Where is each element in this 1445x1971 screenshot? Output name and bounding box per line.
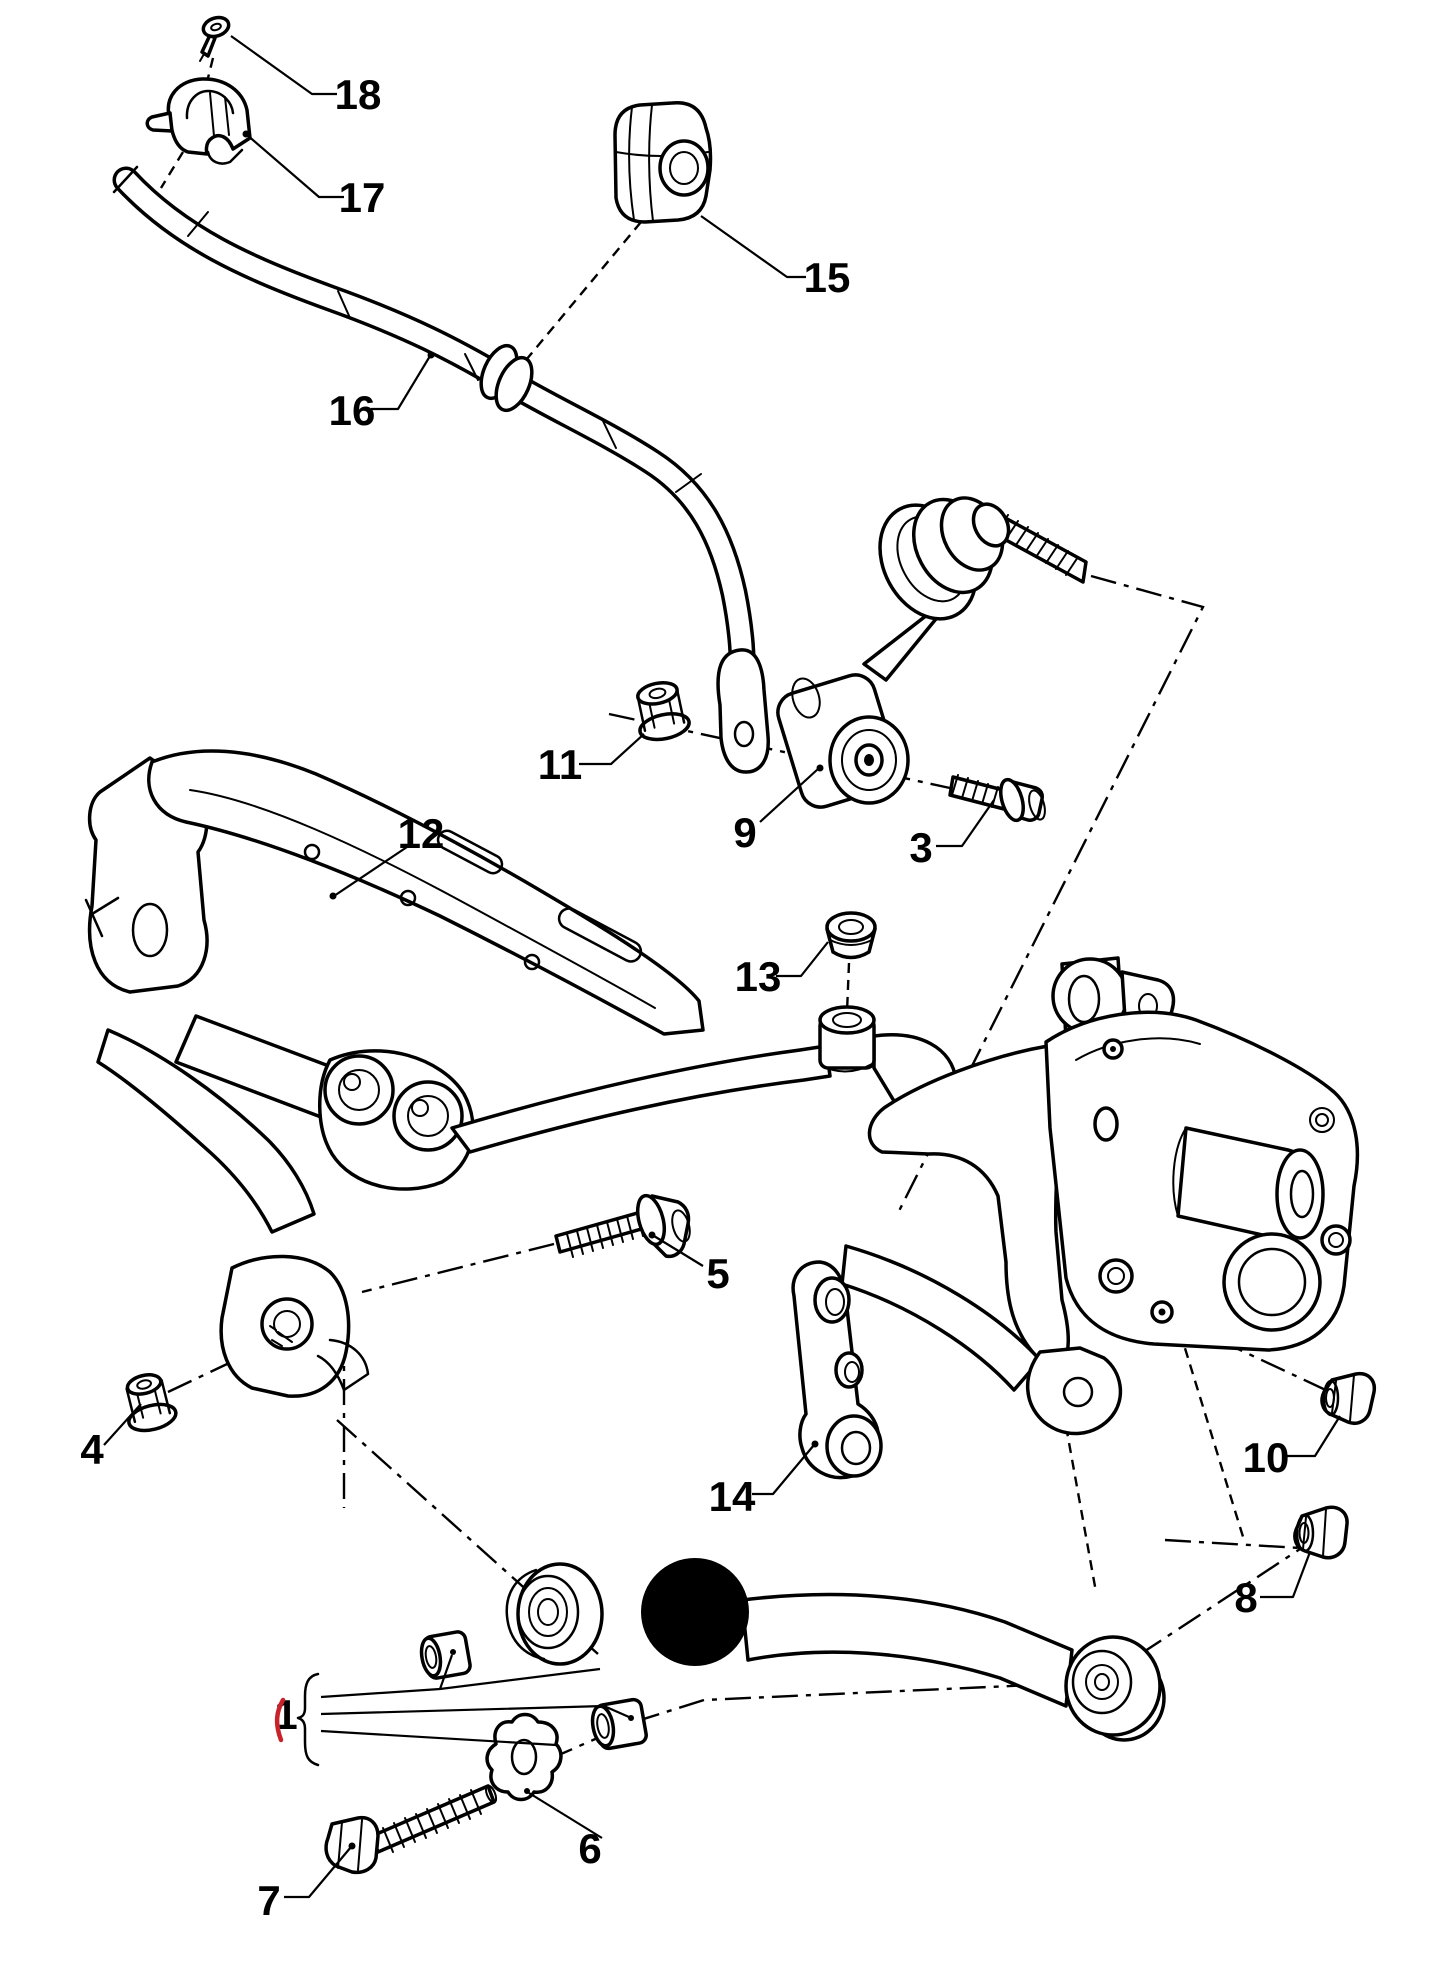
flange-nut-4 xyxy=(125,1373,178,1433)
callout-9: 9 xyxy=(733,809,756,856)
callout-18: 18 xyxy=(335,71,382,118)
stabilizer-bushing xyxy=(613,100,713,224)
knuckle-pin-side xyxy=(1150,1300,1174,1324)
callout-11: 11 xyxy=(538,741,582,788)
callout-8: 8 xyxy=(1234,1574,1257,1621)
callout-5: 5 xyxy=(706,1250,729,1297)
callout-labels: 18 17 15 16 11 9 3 12 13 5 4 14 10 8 1 6… xyxy=(80,71,1289,1924)
knuckle-pin-top xyxy=(1102,1038,1124,1060)
callout-6: 6 xyxy=(578,1825,601,1872)
screw xyxy=(199,15,231,62)
knuckle xyxy=(791,956,1360,1480)
bolt-7 xyxy=(324,1784,498,1875)
callout-13: 13 xyxy=(735,953,782,1000)
stabilizer-bar xyxy=(112,165,770,774)
brace xyxy=(296,1672,320,1767)
stabilizer-clamp xyxy=(145,77,252,165)
assembly-axes xyxy=(159,57,1331,1799)
bolt-3 xyxy=(948,774,1046,823)
bar-collar xyxy=(479,343,534,413)
plug xyxy=(825,911,877,960)
bolt-5 xyxy=(554,1193,691,1259)
callout-12: 12 xyxy=(398,810,445,857)
callout-3: 3 xyxy=(909,824,932,871)
callout-17: 17 xyxy=(339,174,386,221)
callout-14: 14 xyxy=(709,1473,756,1520)
callout-15: 15 xyxy=(804,254,851,301)
flange-nut-10 xyxy=(1320,1371,1377,1425)
control-arm xyxy=(324,1558,1166,1875)
callout-7: 7 xyxy=(257,1877,280,1924)
callout-4: 4 xyxy=(80,1426,104,1473)
red-mark xyxy=(274,1697,286,1743)
blackout-circle xyxy=(641,1558,749,1666)
callout-16: 16 xyxy=(329,387,376,434)
flange-nut-8 xyxy=(1293,1505,1349,1560)
callout-10: 10 xyxy=(1243,1434,1290,1481)
link-bushing xyxy=(776,673,910,809)
leader-lines xyxy=(103,35,1341,1899)
flange-nut-11 xyxy=(636,680,691,742)
stabilizer-link xyxy=(862,496,1088,682)
